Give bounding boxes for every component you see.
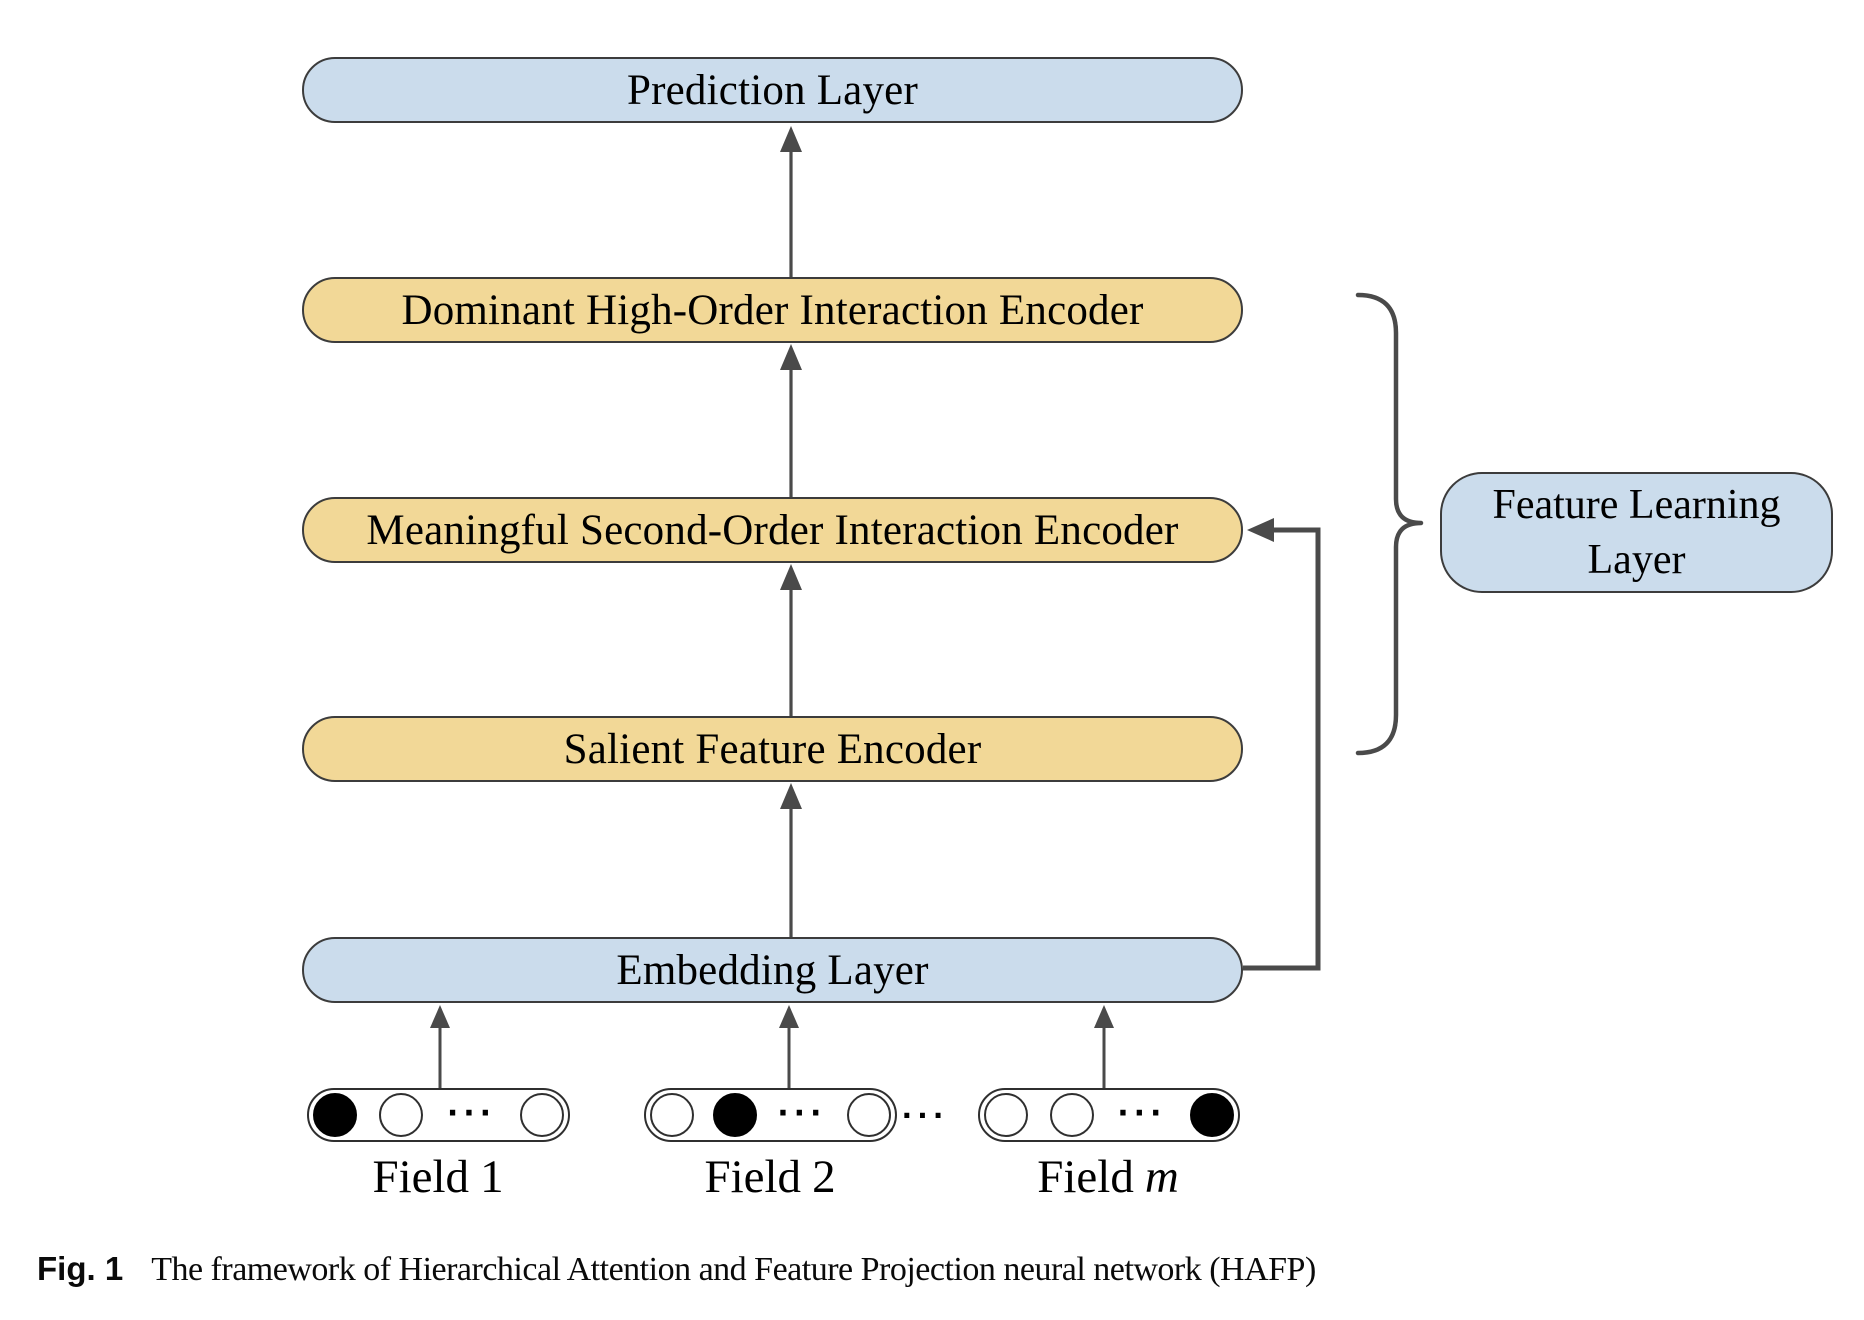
embedding-layer-node: Embedding Layer — [302, 937, 1243, 1003]
empty-circle — [650, 1093, 694, 1137]
figure-caption-number: Fig. 1 — [37, 1250, 124, 1287]
dominant-high-order-encoder-node: Dominant High-Order Interaction Encoder — [302, 277, 1243, 343]
fieldm-label-name: Field — [1037, 1151, 1134, 1203]
meaningful-second-order-encoder-label: Meaningful Second-Order Interaction Enco… — [366, 506, 1179, 554]
field2-vector: ··· — [644, 1088, 897, 1142]
arrow-fieldm-to-embedding — [1094, 1005, 1114, 1088]
arrow-field2-to-embedding — [779, 1005, 799, 1088]
arrow-meaningful-to-dominant — [780, 344, 802, 497]
ellipsis-dots: ··· — [446, 1095, 497, 1131]
arrow-field1-to-embedding — [430, 1005, 450, 1088]
salient-feature-encoder-node: Salient Feature Encoder — [302, 716, 1243, 782]
empty-circle — [1049, 1093, 1094, 1137]
filled-circle — [1189, 1093, 1234, 1137]
ellipsis-dots: ··· — [1117, 1095, 1167, 1131]
dominant-high-order-encoder-label: Dominant High-Order Interaction Encoder — [401, 286, 1144, 334]
ellipsis-dots: ··· — [777, 1095, 827, 1131]
field1-vector: ··· — [307, 1088, 570, 1142]
arrow-dominant-to-prediction — [780, 126, 802, 277]
feature-learning-layer-label-line2: Layer — [1587, 536, 1686, 583]
empty-circle — [519, 1093, 564, 1137]
figure-caption: Fig. 1 The framework of Hierarchical Att… — [37, 1250, 1537, 1289]
between-fields-ellipsis: ··· — [901, 1098, 949, 1132]
field1-label-name: Field — [372, 1151, 470, 1203]
prediction-layer-label: Prediction Layer — [627, 66, 918, 114]
fieldm-label-index: m — [1144, 1151, 1179, 1203]
empty-circle — [984, 1093, 1028, 1137]
empty-circle — [846, 1093, 891, 1137]
feature-learning-brace — [1355, 292, 1424, 756]
embedding-layer-label: Embedding Layer — [616, 946, 929, 994]
skip-connection-embedding-to-meaningful — [1243, 518, 1321, 971]
field1-label-index: 1 — [480, 1151, 504, 1203]
meaningful-second-order-encoder-node: Meaningful Second-Order Interaction Enco… — [302, 497, 1243, 563]
feature-learning-layer-label-line1: Feature Learning — [1492, 481, 1781, 528]
prediction-layer-node: Prediction Layer — [302, 57, 1243, 123]
empty-circle — [378, 1093, 423, 1137]
field2-label-name: Field — [704, 1151, 802, 1203]
arrow-embedding-to-salient — [780, 783, 802, 937]
field2-label-index: 2 — [812, 1151, 836, 1203]
arrow-salient-to-meaningful — [780, 564, 802, 716]
salient-feature-encoder-label: Salient Feature Encoder — [563, 725, 982, 773]
filled-circle — [712, 1093, 757, 1137]
fieldm-vector: ··· — [978, 1088, 1240, 1142]
feature-learning-layer-node: Feature Learning Layer — [1440, 472, 1833, 593]
filled-circle — [313, 1093, 357, 1137]
figure-caption-text: The framework of Hierarchical Attention … — [151, 1251, 1316, 1288]
